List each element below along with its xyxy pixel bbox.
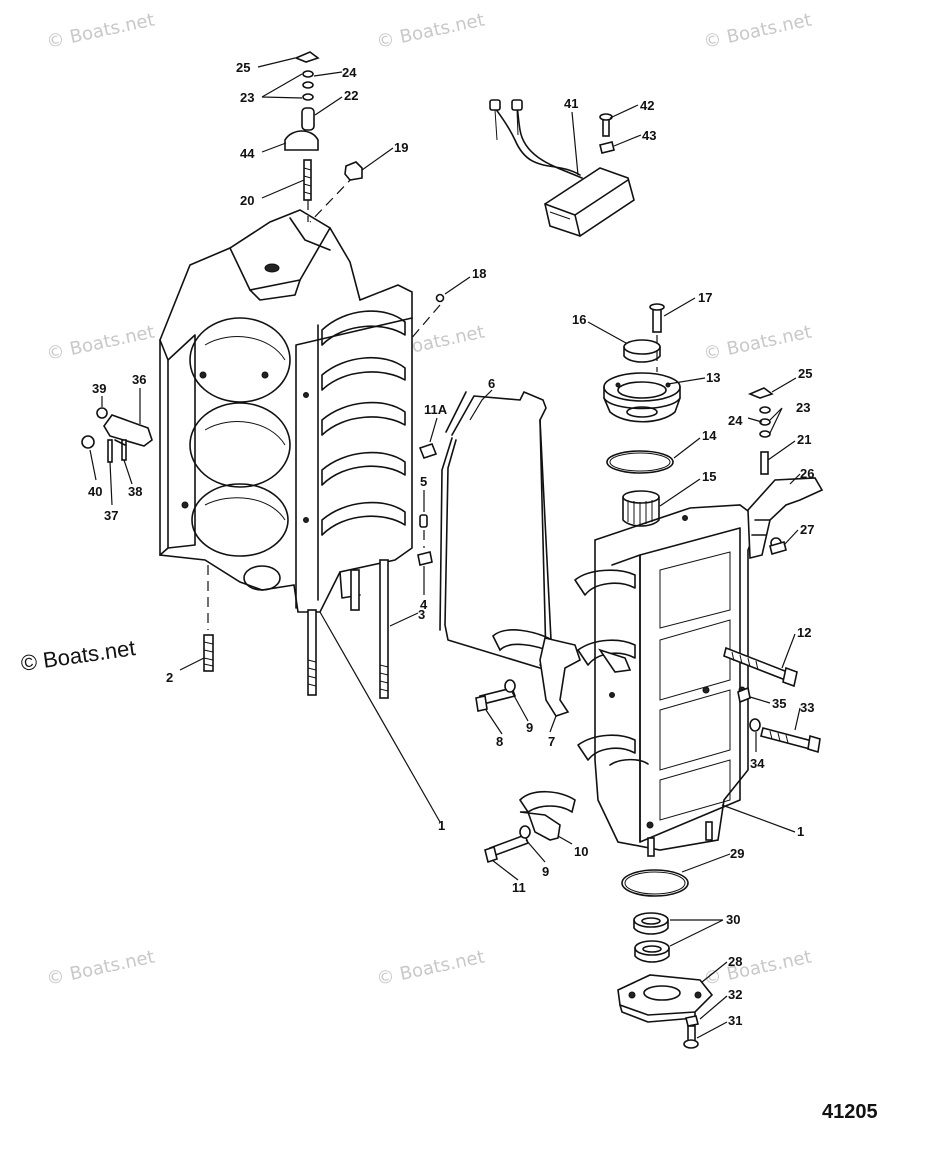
callout-label: 36 [132, 372, 146, 387]
seals-30 [633, 912, 670, 963]
callout-label: 11 [512, 880, 526, 895]
screw-18 [409, 293, 445, 341]
callout-label: 42 [640, 98, 654, 113]
callout-label: 31 [728, 1013, 742, 1028]
callout-label: 1 [797, 824, 804, 839]
callout-label: 10 [574, 844, 588, 859]
callout-label: 43 [642, 128, 656, 143]
o-ring-29 [621, 869, 689, 897]
callout-label: 27 [800, 522, 814, 537]
screw-33 [737, 686, 821, 754]
callout-label: 20 [240, 193, 254, 208]
leader-lines [89, 57, 801, 1039]
callout-label: 34 [750, 756, 765, 771]
callout-labels: 25 24 23 22 44 19 20 18 39 36 40 37 38 1… [88, 60, 814, 1028]
callout-label: 24 [728, 413, 743, 428]
studs-left [307, 559, 389, 699]
callout-label: 13 [706, 370, 720, 385]
callout-label: 3 [418, 607, 425, 622]
callout-label: 29 [730, 846, 744, 861]
watermark: © Boats.net [702, 10, 814, 53]
cylinder-block-left [159, 209, 413, 613]
callout-label: 6 [488, 376, 495, 391]
callout-label: 25 [236, 60, 250, 75]
right-hardware-stack [747, 387, 774, 475]
callout-label: 23 [796, 400, 810, 415]
callout-label: 39 [92, 381, 106, 396]
callout-label: 18 [472, 266, 486, 281]
callout-label: 23 [240, 90, 254, 105]
callout-label: 17 [698, 290, 712, 305]
screw-31 [683, 1015, 699, 1049]
callout-label: 24 [342, 65, 357, 80]
callout-label: 32 [728, 987, 742, 1002]
callout-label: 11A [424, 402, 448, 417]
o-ring-14 [606, 450, 674, 474]
watermark: © Boats.net [375, 10, 487, 53]
bearing-cap-10 [484, 790, 576, 864]
callout-label: 7 [548, 734, 555, 749]
stud-2 [203, 565, 214, 672]
callout-label: 12 [797, 625, 811, 640]
callout-label: 26 [800, 466, 814, 481]
callout-label: 19 [394, 140, 408, 155]
hose-6 [439, 391, 553, 669]
bracket-assembly-36 [81, 407, 153, 463]
watermark: © Boats.net [45, 322, 157, 365]
screw-12 [723, 646, 798, 688]
dowels-center [417, 443, 438, 566]
callout-label: 9 [526, 720, 533, 735]
callout-label: 35 [772, 696, 786, 711]
callout-label: 41 [564, 96, 578, 111]
callout-label: 22 [344, 88, 358, 103]
needle-bearing-15 [622, 490, 660, 527]
callout-label: 21 [797, 432, 811, 447]
crankcase-cover-right [574, 504, 761, 857]
callout-label: 14 [702, 428, 717, 443]
callout-label: 25 [798, 366, 812, 381]
watermark: © Boats.net [375, 947, 487, 990]
bracket-26 [747, 477, 824, 560]
callout-label: 8 [496, 734, 503, 749]
callout-label: 28 [728, 954, 742, 969]
upper-end-cap [603, 303, 681, 423]
watermark: © Boats.net [45, 947, 157, 990]
watermark: © Boats.net [45, 10, 157, 53]
top-hardware-stack [284, 51, 363, 223]
callout-label: 38 [128, 484, 142, 499]
callout-label: 16 [572, 312, 586, 327]
bearing-cap-7 [475, 629, 632, 717]
callout-label: 30 [726, 912, 740, 927]
callout-label: 40 [88, 484, 102, 499]
callout-label: 37 [104, 508, 118, 523]
electrical-module-41 [489, 99, 635, 237]
copyright-notice: © Boats.net [19, 635, 137, 676]
callout-label: 33 [800, 700, 814, 715]
callout-label: 1 [438, 818, 445, 833]
callout-label: 4 [420, 597, 428, 612]
lower-end-cap-28 [617, 974, 714, 1023]
callout-label: 15 [702, 469, 716, 484]
callout-label: 2 [166, 670, 173, 685]
watermark: © Boats.net [702, 322, 814, 365]
figure-number: 41205 [822, 1101, 878, 1123]
callout-label: 5 [420, 474, 427, 489]
callout-label: 44 [240, 146, 255, 161]
callout-label: 9 [542, 864, 549, 879]
